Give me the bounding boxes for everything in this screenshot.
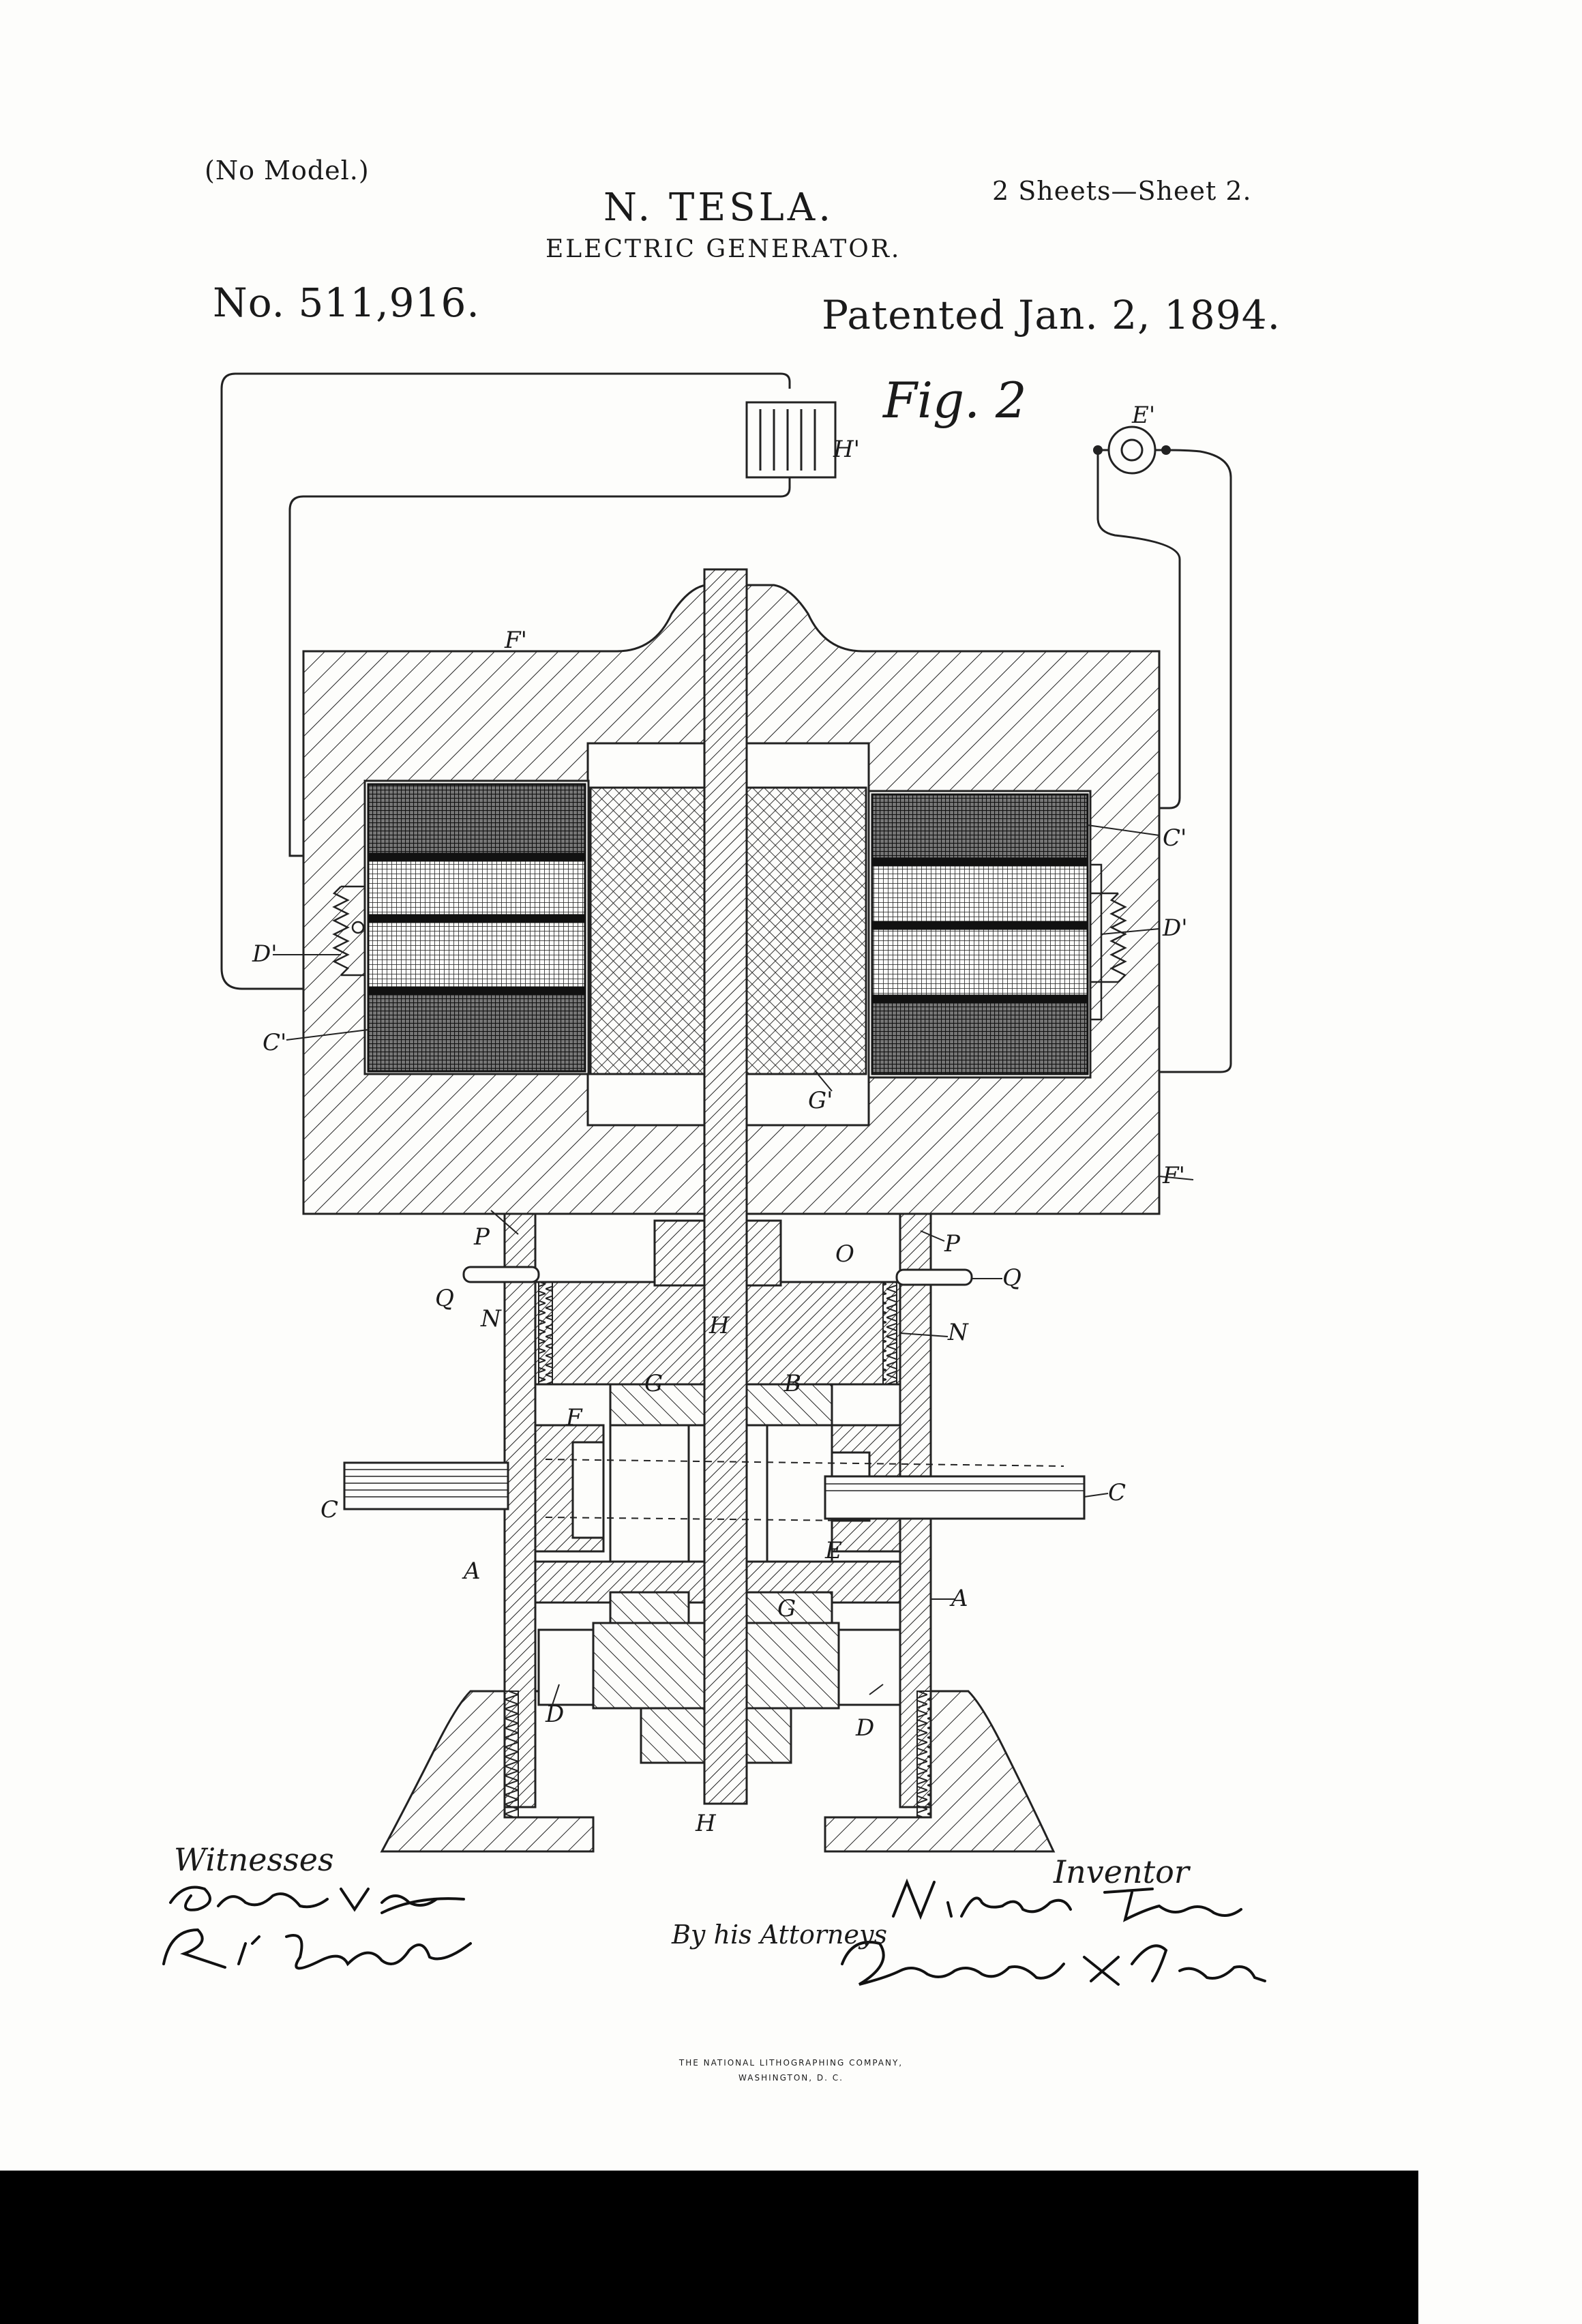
resistance-box-h1 <box>745 401 837 479</box>
label-n-right: N <box>947 1319 969 1346</box>
resistance-d1-left <box>332 885 365 977</box>
label-d1-left: D' <box>252 940 278 968</box>
scan-border <box>0 2171 1418 2324</box>
figure-labels: H' E' F' F' C' C' D' D' G' P P O Q Q N N… <box>252 402 1188 1837</box>
label-c-right: C <box>1108 1479 1126 1506</box>
label-a-right: A <box>949 1585 968 1612</box>
rod-c-right <box>824 1475 1086 1520</box>
no-model-label: (No Model.) <box>205 155 370 185</box>
label-q-left: Q <box>435 1285 454 1312</box>
label-g-top: G <box>644 1370 663 1397</box>
circuit-wires <box>220 372 1232 1073</box>
label-p-left: P <box>473 1223 490 1251</box>
label-q-right: Q <box>1002 1264 1021 1292</box>
field-coil-left <box>367 783 586 1073</box>
label-h-mid: H <box>708 1312 730 1339</box>
label-d-right: D <box>855 1714 874 1742</box>
lamp-e1 <box>1093 426 1171 475</box>
label-f1-bottom: F' <box>1162 1162 1185 1189</box>
label-h1: H' <box>833 436 860 463</box>
signature-witness-2 <box>162 1928 472 1970</box>
witnesses-heading: Witnesses <box>174 1841 334 1878</box>
label-d-left: D <box>545 1701 564 1728</box>
label-n-left: N <box>480 1305 502 1332</box>
label-c-left: C <box>320 1496 338 1523</box>
printer-imprint-line2: WASHINGTON, D. C. <box>738 2073 844 2083</box>
label-f1-top: F' <box>504 627 527 654</box>
base-right <box>824 1690 1056 1853</box>
pin-q-right <box>895 1268 973 1286</box>
label-d1-right: D' <box>1162 914 1188 942</box>
figure-title: Fig. 2 <box>883 372 1027 429</box>
patent-title: ELECTRIC GENERATOR. <box>546 235 901 263</box>
inventor-name-heading: N. TESLA. <box>603 185 835 230</box>
label-g1: G' <box>808 1087 833 1114</box>
inventor-heading: Inventor <box>1054 1853 1189 1890</box>
pin-q-left <box>462 1266 540 1283</box>
signature-inventor <box>892 1878 1242 1922</box>
label-c1-right: C' <box>1163 824 1186 852</box>
label-f: F <box>565 1404 583 1431</box>
label-b: B <box>783 1370 801 1397</box>
rod-c-left <box>343 1461 509 1510</box>
label-p-right: P <box>944 1230 961 1257</box>
resistance-d1-right <box>1090 863 1127 1021</box>
label-c1-left: C' <box>263 1029 286 1056</box>
patent-number: No. 511,916. <box>213 280 480 326</box>
signature-attorneys <box>841 1941 1266 1986</box>
label-o: O <box>835 1240 854 1268</box>
label-h-bottom: H <box>695 1810 717 1837</box>
base-left <box>380 1690 595 1853</box>
label-e: E <box>824 1537 842 1564</box>
label-e1: E' <box>1131 402 1155 429</box>
label-g-bottom: G <box>777 1595 796 1622</box>
printer-imprint-line1: THE NATIONAL LITHOGRAPHING COMPANY, <box>678 2058 904 2068</box>
label-a-left: A <box>462 1558 481 1585</box>
patent-date: Patented Jan. 2, 1894. <box>822 292 1281 338</box>
shaft-h <box>703 568 748 1805</box>
signature-witness-1 <box>169 1886 465 1914</box>
attorneys-text: By his Attorneys <box>672 1920 887 1950</box>
field-coil-right <box>871 793 1089 1075</box>
sheet-count: 2 Sheets—Sheet 2. <box>992 176 1252 206</box>
